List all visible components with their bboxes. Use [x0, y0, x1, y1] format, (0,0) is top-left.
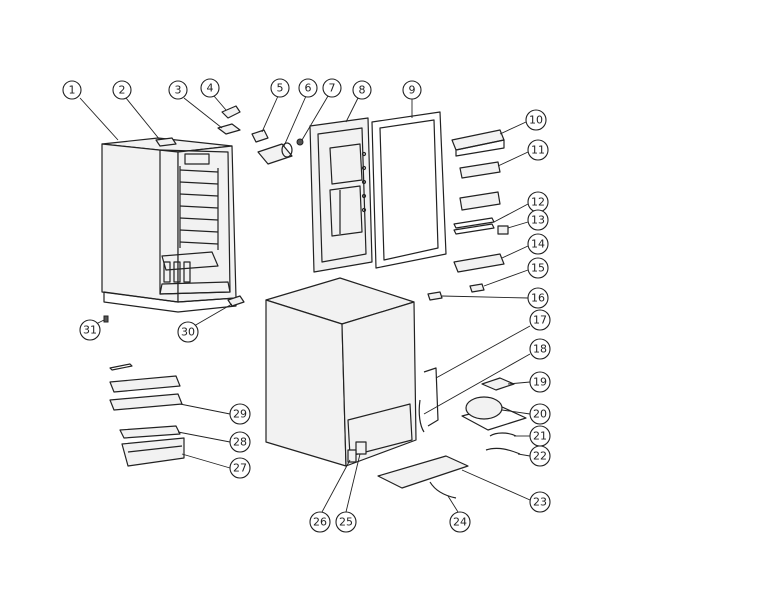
callout-8: 8 — [345, 80, 372, 123]
callout-18: 18 — [423, 338, 551, 415]
callout-number: 12 — [531, 196, 545, 209]
callout-number: 23 — [533, 496, 547, 509]
callout-23: 23 — [461, 469, 551, 513]
callout-number: 1 — [69, 84, 76, 97]
outer-cabinet — [265, 277, 417, 467]
bulb — [296, 138, 304, 146]
callout-17: 17 — [435, 309, 551, 379]
overload-protector — [347, 449, 357, 463]
callout-19: 19 — [507, 371, 551, 393]
callout-31: 31 — [79, 319, 105, 341]
callout-number: 24 — [453, 516, 467, 529]
shelf-clip — [497, 225, 509, 235]
callout-4: 4 — [200, 78, 227, 111]
callout-16: 16 — [441, 287, 549, 309]
callout-number: 15 — [531, 262, 545, 275]
callout-number: 8 — [359, 84, 366, 97]
crisper-drawer — [121, 437, 185, 467]
callout-number: 7 — [329, 82, 336, 95]
cabinet-body — [101, 137, 237, 313]
callout-24: 24 — [447, 495, 471, 533]
adjustable-foot — [103, 315, 109, 323]
callout-number: 29 — [233, 408, 247, 421]
callout-number: 22 — [533, 450, 547, 463]
callout-1: 1 — [62, 80, 119, 141]
callout-10: 10 — [499, 109, 547, 135]
door-shelf-middle — [459, 161, 501, 179]
power-cord — [429, 481, 457, 499]
callout-6: 6 — [283, 78, 318, 147]
crisper-cover — [119, 425, 181, 439]
door-shelf-lower — [453, 253, 505, 273]
callout-number: 18 — [533, 343, 547, 356]
callout-25: 25 — [335, 453, 361, 533]
callout-5: 5 — [261, 78, 290, 133]
top-hinge — [155, 137, 177, 147]
callout-number: 6 — [305, 82, 312, 95]
filter-drier — [485, 447, 521, 455]
compressor — [461, 396, 527, 431]
callout-number: 4 — [207, 82, 214, 95]
callout-22: 22 — [517, 445, 551, 467]
glass-shelf — [109, 363, 183, 411]
callout-30: 30 — [177, 303, 233, 343]
door-gasket — [371, 111, 447, 269]
drip-tray — [481, 377, 515, 391]
callout-11: 11 — [497, 139, 549, 167]
callout-26: 26 — [309, 459, 351, 533]
callout-28: 28 — [177, 431, 251, 453]
callout-27: 27 — [181, 453, 251, 479]
callout-number: 27 — [233, 462, 247, 475]
door-panel — [309, 117, 373, 273]
callout-9: 9 — [402, 80, 422, 118]
callout-number: 19 — [533, 376, 547, 389]
callout-number: 28 — [233, 436, 247, 449]
callout-number: 13 — [531, 214, 545, 227]
drain-tube — [418, 399, 425, 433]
callout-15: 15 — [483, 257, 549, 287]
thermostat-bracket — [221, 105, 241, 119]
callout-13: 13 — [507, 209, 549, 231]
callout-number: 26 — [313, 516, 327, 529]
bottom-hinge — [427, 291, 443, 301]
lamp-housing — [257, 142, 293, 165]
callout-14: 14 — [501, 233, 549, 259]
callout-number: 2 — [119, 84, 126, 97]
lamp-cover — [251, 129, 269, 143]
callout-number: 10 — [529, 114, 543, 127]
callout-number: 21 — [533, 430, 547, 443]
callout-number: 5 — [277, 82, 284, 95]
callout-number: 25 — [339, 516, 353, 529]
thermostat-knob — [217, 123, 241, 135]
condenser — [423, 367, 439, 427]
callout-number: 16 — [531, 292, 545, 305]
callout-7: 7 — [301, 78, 342, 141]
door-shelf-upper — [451, 129, 505, 157]
callout-number: 11 — [531, 144, 545, 157]
door-shelf-cover — [453, 191, 501, 235]
callout-3: 3 — [168, 80, 223, 129]
callout-number: 14 — [531, 238, 545, 251]
bottom-hinge-bracket — [227, 295, 245, 307]
callout-number: 30 — [181, 326, 195, 339]
callout-number: 31 — [83, 324, 97, 337]
relay — [355, 441, 367, 455]
callout-2: 2 — [112, 80, 161, 141]
callout-number: 3 — [175, 84, 182, 97]
callout-number: 20 — [533, 408, 547, 421]
capillary-tube — [489, 432, 517, 437]
callout-number: 9 — [409, 84, 416, 97]
callout-21: 21 — [514, 425, 551, 447]
door-stop — [469, 283, 485, 293]
callout-29: 29 — [179, 403, 251, 425]
base-plate — [377, 455, 469, 489]
callout-20: 20 — [501, 403, 551, 425]
callout-number: 17 — [533, 314, 547, 327]
